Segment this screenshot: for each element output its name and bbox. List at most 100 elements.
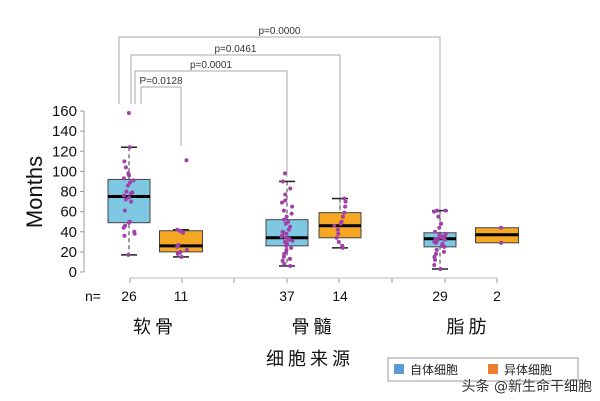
data-point [441,249,446,254]
data-point [335,227,340,232]
data-point [128,180,133,185]
box-4 [318,196,362,250]
data-point [181,230,186,235]
significance-bracket [118,36,441,218]
data-point [175,251,180,256]
box-body [159,230,203,253]
data-point [433,229,438,234]
data-point [281,254,286,259]
category-label: 软骨 [133,317,177,338]
data-point [336,239,341,244]
watermark-text: 头条 @新生命干细胞 [462,378,592,395]
data-point [282,261,287,266]
data-point [281,217,286,222]
data-point [184,247,189,252]
data-point [283,198,288,203]
y-tick-label: 100 [52,163,77,180]
data-point [127,145,132,150]
data-point [123,165,128,170]
p-value-label: p=0.0461 [215,44,257,55]
data-point [126,111,131,116]
data-point [128,191,133,196]
data-point [179,254,184,259]
data-point [432,262,437,267]
legend-label-allogeneic: 异体细胞 [504,363,552,377]
data-point [342,196,347,201]
data-point [340,214,345,219]
n-prefix: n= [85,288,101,304]
y-tick-label: 0 [69,264,77,281]
data-point [286,237,291,242]
data-point [343,204,348,209]
data-point [279,200,284,205]
y-tick-label: 40 [60,224,77,241]
y-axis-label: Months [22,156,47,228]
data-point [432,257,437,262]
data-point [436,214,441,219]
p-value-label: p=0.0000 [259,26,301,37]
data-point [438,266,443,271]
n-label: 37 [279,288,295,304]
significance-bracket [134,70,288,177]
category-labels: 软骨骨髓脂肪 [133,317,491,338]
n-label: 2 [493,288,501,304]
data-point [121,193,126,198]
data-point [175,244,180,249]
data-point [442,233,447,238]
n-label: 26 [121,288,137,304]
data-point [290,238,295,243]
box-5 [423,208,457,271]
data-point [121,225,126,230]
data-point [437,235,442,240]
data-point [336,231,341,236]
data-point [131,178,136,183]
box-6 [475,225,519,245]
data-point [282,251,287,256]
data-point [123,197,128,202]
legend-swatch-autologous [394,364,404,374]
data-point [132,231,137,236]
y-tick-label: 60 [60,204,77,221]
data-point [434,247,439,252]
data-point [290,204,295,209]
data-point [498,225,503,230]
data-point [288,186,293,191]
data-point [442,237,447,242]
p-value-label: p=0.0001 [190,60,232,71]
legend: 自体细胞 异体细胞 [387,357,579,382]
p-value-label: P=0.0128 [139,76,183,87]
data-point [126,220,131,225]
data-point [340,245,345,250]
n-label: 29 [432,288,448,304]
box-3 [265,171,309,268]
legend-swatch-allogeneic [488,364,498,374]
data-point [443,208,448,213]
data-point [129,199,134,204]
data-point [121,176,126,181]
data-point [342,210,347,215]
data-point [280,258,285,263]
data-point [434,251,439,256]
data-point [283,192,288,197]
data-point [127,173,132,178]
data-point [279,234,284,239]
boxes [107,111,519,271]
data-point [184,158,189,163]
data-point [126,195,131,200]
data-point [334,235,339,240]
data-point [343,199,348,204]
n-label: 14 [332,288,348,304]
legend-frame [387,357,579,382]
data-point [122,233,127,238]
category-label: 脂肪 [447,317,491,338]
legend-label-autologous: 自体细胞 [410,363,458,377]
data-point [499,240,504,245]
data-point [288,263,293,268]
y-tick-label: 120 [52,143,77,160]
y-tick-label: 20 [60,244,77,261]
data-point [433,240,438,245]
